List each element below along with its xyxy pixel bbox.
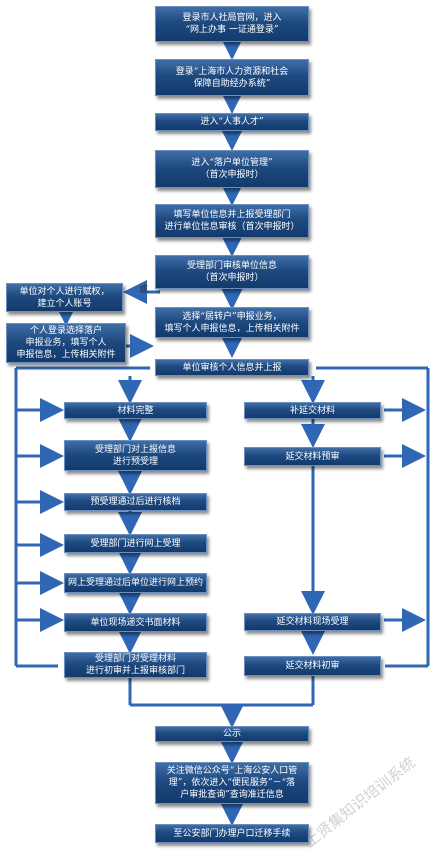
step-personal-login: 个人登录选择落户 申报业务，填写个人 申报信息，上传相关附件	[6, 323, 126, 363]
step-archive-verify: 预受理通过后进行核档	[64, 493, 207, 511]
step-dept-review-unit: 受理部门审核单位信息 （首次申报时）	[155, 255, 309, 289]
step-publicity: 公示	[155, 726, 309, 742]
step-unit-review-submit: 单位审核个人信息并上报	[155, 359, 309, 376]
step-deferred-onsite: 延交材料现场受理	[244, 613, 381, 631]
step-submit-paper: 单位现场递交书面材料	[64, 613, 207, 632]
step-fill-unit-info: 填写单位信息并上报受理部门 进行单位信息审核（首次申报时）	[155, 204, 309, 238]
step-enter-talent: 进入“人事人才”	[155, 113, 309, 131]
step-unit-grant-account: 单位对个人进行赋权， 建立个人账号	[6, 283, 123, 312]
or-label: 或	[139, 285, 149, 295]
step-supplement-materials: 补延交材料	[244, 402, 381, 419]
step-dept-prereview: 受理部门对上报信息 进行预受理	[64, 440, 207, 471]
step-dept-initial-review: 受理部门对受理材料 进行初审并上报审核部门	[64, 652, 207, 678]
step-login-system: 登录“上海市人力资源和社会 保障自助经办系统”	[155, 59, 309, 96]
step-dept-online-accept: 受理部门进行网上受理	[64, 534, 207, 553]
step-deferred-prereview: 延交材料预审	[244, 447, 381, 466]
step-wechat-check: 关注微信公众号“上海公安人口管 理”，依次进入“便民服务”－“落 户审批查询”查…	[155, 762, 309, 804]
step-online-appointment: 网上受理通过后单位进行网上预约	[64, 573, 207, 593]
step-enter-unit-mgmt: 进入“落户单位管理” （首次申报时）	[155, 150, 309, 188]
step-select-transfer: 选择“居转户”申报业务， 填写个人申报信息，上传相关附件	[155, 307, 309, 338]
step-login-portal: 登录市人社局官网，进入 “网上办事 一证通登录”	[155, 6, 309, 42]
step-materials-complete: 材料完整	[64, 402, 207, 419]
step-deferred-initial: 延交材料初审	[244, 656, 381, 676]
step-police-transfer: 至公安部门办理户口迁移手续	[155, 824, 309, 843]
